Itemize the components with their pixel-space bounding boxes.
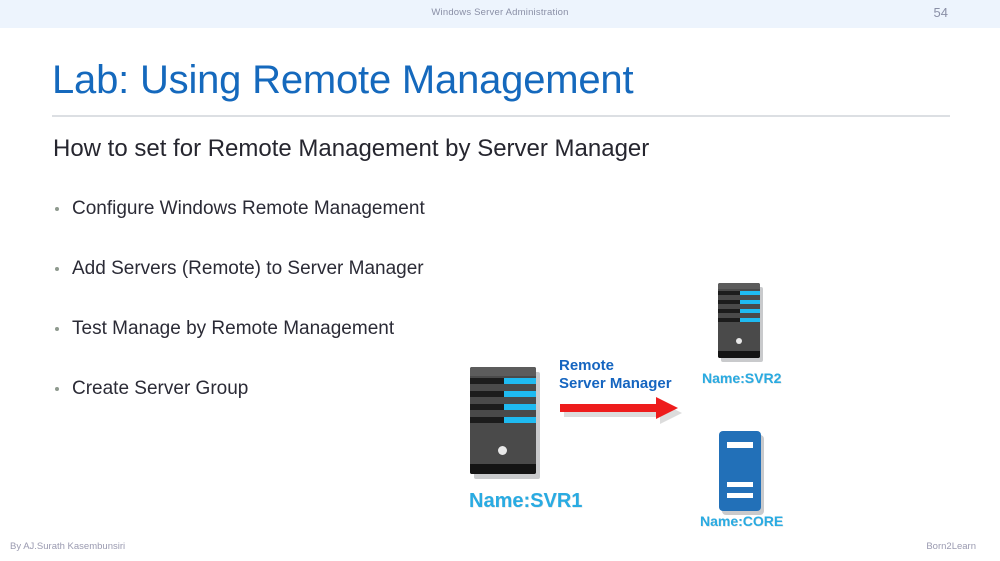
tower-bay-slot [718, 300, 742, 304]
server-label-core: Name:CORE [700, 513, 784, 529]
bullet-dot-icon [55, 207, 59, 211]
tower-drive-bay [718, 291, 760, 295]
tower-bay-slot [470, 391, 507, 397]
tower-bay-slot [470, 378, 507, 384]
server-tower-svr2-icon [718, 283, 763, 362]
tower-body [718, 283, 760, 358]
tower-base [470, 464, 536, 474]
list-item: Create Server Group [52, 378, 482, 438]
red-arrow-icon [560, 397, 690, 425]
tower-body [470, 367, 536, 474]
tower-bay-accent [739, 309, 760, 313]
tower-drive-bay [470, 391, 536, 397]
tower-bay-accent [739, 318, 760, 322]
power-led-icon [736, 338, 742, 344]
arrow-label-line2: Server Manager [559, 374, 672, 392]
header-title: Windows Server Administration [431, 7, 569, 18]
core-tower-body [719, 431, 761, 511]
tower-drive-bay [718, 300, 760, 304]
bullet-list: Configure Windows Remote Management Add … [52, 198, 482, 438]
tower-top-edge [470, 367, 536, 376]
core-vent-bar [727, 482, 753, 487]
tower-top-edge [718, 283, 760, 289]
list-item-label: Add Servers (Remote) to Server Manager [72, 258, 424, 279]
tower-bay-accent [739, 300, 760, 304]
bullet-dot-icon [55, 267, 59, 271]
tower-bay-slot [718, 318, 742, 322]
list-item-label: Configure Windows Remote Management [72, 198, 425, 219]
tower-bay-accent [504, 378, 536, 384]
tower-bay-accent [739, 291, 760, 295]
tower-bay-accent [504, 417, 536, 423]
page-number: 54 [933, 5, 948, 20]
bullet-dot-icon [55, 327, 59, 331]
tower-drive-bay [718, 318, 760, 322]
footer-author: By AJ.Surath Kasembunsiri [10, 541, 126, 552]
title-divider [52, 115, 950, 117]
list-item-label: Create Server Group [72, 378, 249, 399]
server-tower-core-icon [719, 431, 764, 515]
core-vent-bar [727, 442, 753, 448]
tower-drive-bay [470, 404, 536, 410]
arrow-label: Remote Server Manager [559, 357, 672, 392]
tower-bay-accent [504, 391, 536, 397]
server-tower-svr1-icon [470, 367, 540, 479]
tower-drive-bay [470, 417, 536, 423]
tower-bay-slot [718, 309, 742, 313]
server-label-svr2: Name:SVR2 [702, 370, 782, 386]
tower-drive-bay [470, 378, 536, 384]
list-item: Configure Windows Remote Management [52, 198, 482, 258]
tower-bay-slot [470, 404, 507, 410]
power-led-icon [498, 446, 507, 455]
core-vent-bar [727, 493, 753, 498]
tower-bay-slot [470, 417, 507, 423]
tower-base [718, 351, 760, 358]
remote-management-diagram: Name:SVR1 [450, 260, 1000, 550]
page-title: Lab: Using Remote Management [52, 58, 634, 102]
header-band [0, 0, 1000, 28]
list-item: Add Servers (Remote) to Server Manager [52, 258, 482, 318]
arrow-label-line1: Remote [559, 357, 615, 374]
tower-bay-accent [504, 404, 536, 410]
page-subtitle: How to set for Remote Management by Serv… [53, 135, 650, 162]
tower-drive-bay [718, 309, 760, 313]
list-item-label: Test Manage by Remote Management [72, 318, 395, 339]
server-label-svr1: Name:SVR1 [469, 490, 583, 512]
bullet-dot-icon [55, 387, 59, 391]
list-item: Test Manage by Remote Management [52, 318, 482, 378]
arrow-svg [560, 397, 682, 424]
tower-bay-slot [718, 291, 742, 295]
footer-brand: Born2Learn [926, 541, 976, 552]
